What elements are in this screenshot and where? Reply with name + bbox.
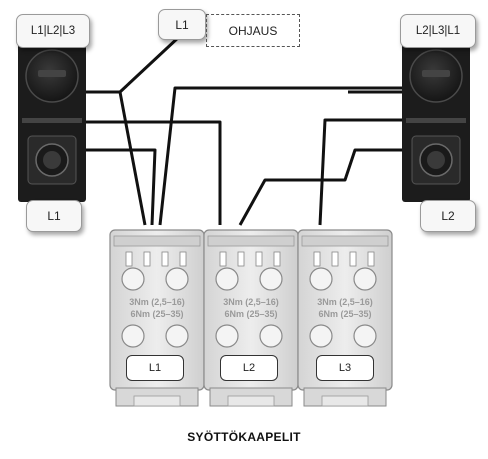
- control-phase-label: L1: [158, 9, 206, 40]
- terminal-l1-torque-1: 3Nm (2,5–16): [129, 297, 185, 307]
- terminal-block-l3: 3Nm (2,5–16) 6Nm (25–35): [297, 229, 393, 407]
- wiring: [86, 34, 402, 226]
- terminal-l2-torque-1: 3Nm (2,5–16): [223, 297, 279, 307]
- terminal-l3-label: L3: [316, 355, 374, 381]
- right-socket-cap-icon: [409, 49, 463, 103]
- control-text-label: OHJAUS: [206, 14, 300, 47]
- left-socket-cap-icon: [25, 49, 79, 103]
- wire-right-l2-bottom: [238, 148, 402, 226]
- diagram-caption: SYÖTTÖKAAPELIT: [187, 430, 301, 444]
- wire-left-control-l1: [86, 90, 147, 226]
- right-socket-outlet-icon: [411, 135, 461, 185]
- terminal-l1-torque-2: 6Nm (25–35): [130, 309, 183, 319]
- terminal-l1-label: L1: [126, 355, 184, 381]
- terminal-blocks: 3Nm (2,5–16) 6Nm (25–35) 3Nm (2,5–16) 6N…: [109, 229, 393, 407]
- terminal-l3-torque-1: 3Nm (2,5–16): [317, 297, 373, 307]
- terminal-l2-torque-2: 6Nm (25–35): [224, 309, 277, 319]
- left-socket-phase-label: L1: [26, 200, 82, 232]
- terminal-block-l2: 3Nm (2,5–16) 6Nm (25–35): [203, 229, 299, 407]
- left-charging-socket: [18, 32, 86, 202]
- right-socket-phase-label: L2: [420, 200, 476, 232]
- right-socket-phase-order-label: L2|L3|L1: [400, 14, 476, 48]
- wire-right-l3-top: [158, 86, 402, 226]
- terminal-l3-torque-2: 6Nm (25–35): [318, 309, 371, 319]
- wire-left-l1-bottom: [86, 148, 157, 226]
- terminal-l2-label: L2: [220, 355, 278, 381]
- wire-right-l3-middle: [318, 118, 402, 226]
- left-socket-outlet-icon: [27, 135, 77, 185]
- wire-left-l2: [86, 120, 222, 225]
- wire-control-l1: [118, 34, 182, 94]
- right-charging-socket: [402, 32, 470, 202]
- left-socket-phase-order-label: L1|L2|L3: [16, 14, 90, 48]
